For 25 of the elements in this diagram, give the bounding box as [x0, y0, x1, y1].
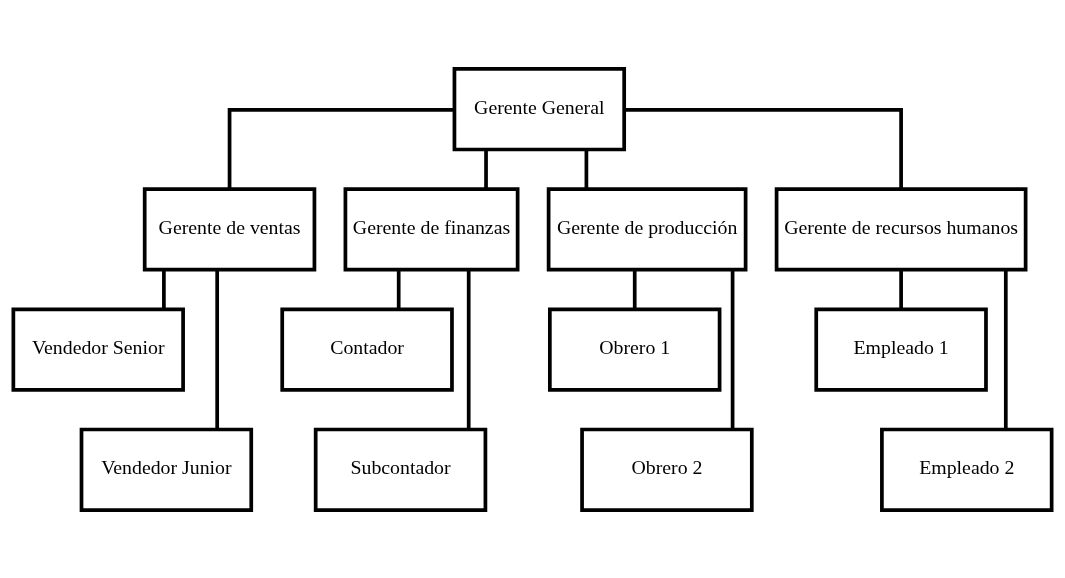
node-box: Gerente de finanzas	[343, 186, 520, 272]
node-box: Vendedor Junior	[79, 427, 254, 512]
node-box: Obrero 2	[580, 427, 754, 512]
connector	[730, 269, 735, 429]
node-box: Gerente General	[452, 66, 627, 151]
connector	[162, 269, 166, 309]
connector	[584, 149, 589, 189]
node-box: Empleado 1	[814, 306, 988, 392]
connector	[899, 269, 903, 309]
node-box: Gerente de recursos humanos	[774, 186, 1028, 272]
node-box: Subcontador	[313, 427, 488, 512]
node-box: Vendedor Senior	[11, 306, 185, 392]
node-box: Obrero 1	[548, 306, 722, 392]
connector	[632, 269, 637, 309]
connector	[466, 269, 471, 429]
connector	[396, 269, 401, 309]
node-box: Gerente de ventas	[142, 186, 317, 272]
node-box: Gerente de producción	[546, 186, 748, 272]
connector	[227, 107, 455, 189]
connector	[1003, 269, 1008, 429]
connector	[484, 149, 488, 189]
connector	[215, 269, 220, 429]
connector	[624, 107, 903, 189]
node-box: Contador	[280, 306, 454, 392]
node-box: Empleado 2	[880, 427, 1054, 512]
